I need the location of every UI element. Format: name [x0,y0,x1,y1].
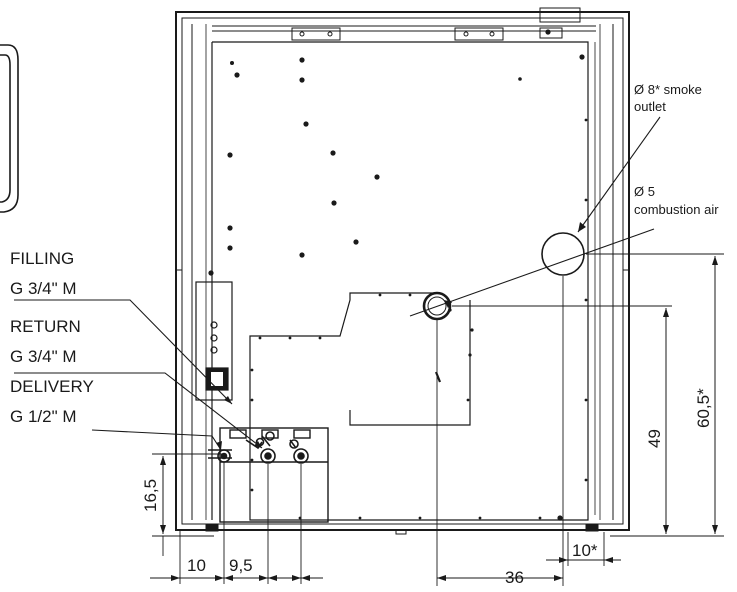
boiler-casing [175,7,630,531]
combustion-air-diameter-label: Ø 5 [634,184,655,199]
top-brackets [212,25,596,41]
combustion-air-port [422,291,452,321]
dimension-49: 49 [645,429,664,448]
extension-lines [152,253,724,586]
dimension-16-5: 16,5 [141,479,160,512]
mounting-holes [208,29,585,521]
filling-size-label: G 3/4" M [10,279,77,298]
dimension-10-left: 10 [187,556,206,575]
return-size-label: G 3/4" M [10,347,77,366]
dimension-36: 36 [505,568,524,587]
leader-arrowheads [216,396,262,450]
panel-rivets [250,118,588,520]
smoke-outlet-diameter-label: Ø 8* smoke [634,82,702,97]
return-label: RETURN [10,317,81,336]
annotation-arrowheads [444,222,586,308]
inner-panel [211,41,596,521]
boiler-feet [205,523,599,535]
delivery-size-label: G 1/2" M [10,407,77,426]
dimension-10-star: 10* [572,541,598,560]
hydraulic-connection-block [208,427,329,523]
delivery-label: DELIVERY [10,377,94,396]
combustion-air-label: combustion air [634,202,719,217]
side-view-outline [0,44,19,213]
pipe-fittings [217,431,309,464]
dimension-60-5: 60,5* [694,388,713,428]
smoke-outlet-label: outlet [634,99,666,114]
smoke-outlet-circle [541,232,585,276]
filling-label: FILLING [10,249,74,268]
annotation-leaders [409,116,661,317]
dimension-9-5: 9,5 [229,556,253,575]
dimension-arrowheads [160,256,718,581]
control-panel [195,281,233,401]
